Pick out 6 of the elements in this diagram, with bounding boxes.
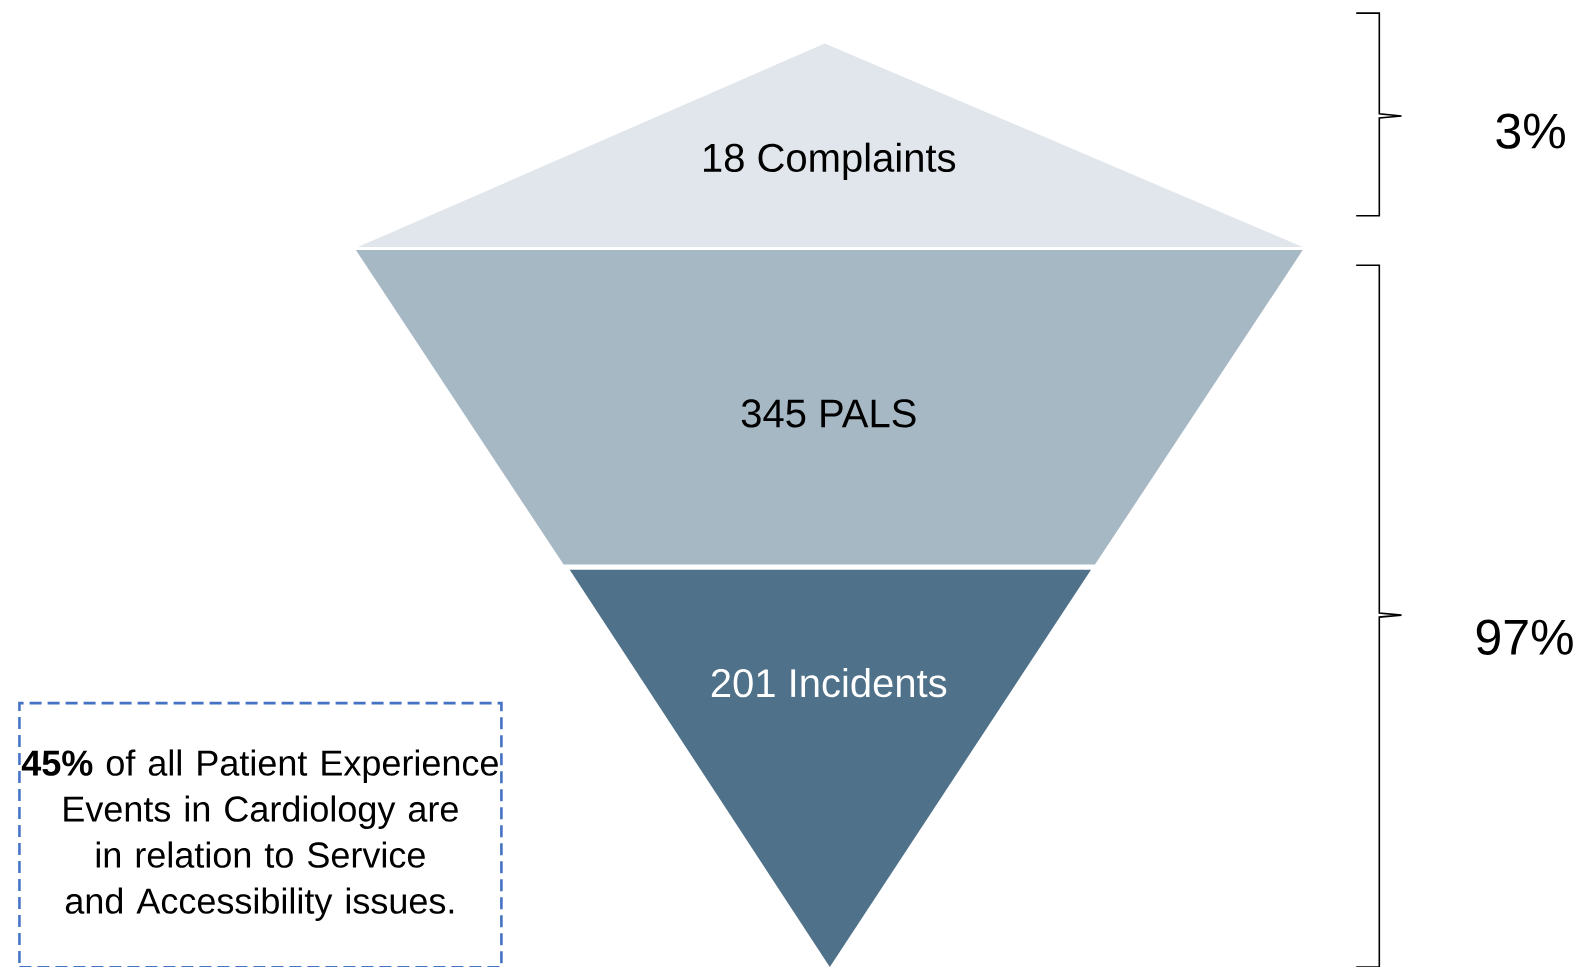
funnel-segment: 345 PALS <box>355 250 1303 565</box>
funnel-segment: 201 Incidents <box>569 569 1091 967</box>
funnel-segment: 18 Complaints <box>357 43 1303 247</box>
percent-label: 3% <box>1496 113 1565 149</box>
percent-label: 97% <box>1476 619 1573 655</box>
note-box: 45% of all Patient Experience Events in Cardiology are in relation to Service and Accessibility issues. <box>18 701 503 967</box>
